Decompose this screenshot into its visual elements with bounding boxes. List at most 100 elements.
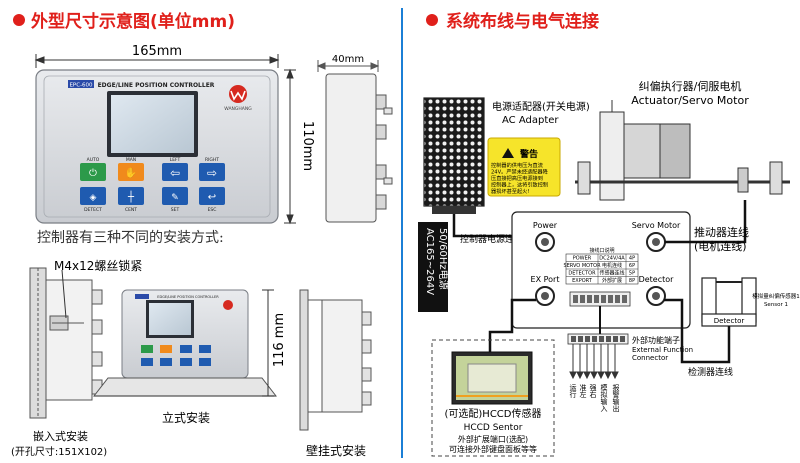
hccd-cn-label: (可选配)HCCD传感器 <box>445 407 542 420</box>
auto-button[interactable] <box>80 163 106 181</box>
pencil-icon: ✎ <box>171 193 179 203</box>
button-row-1: AUTO MAN LEFT RIGHT ⏻ ✋ ⇦ ⇨ <box>80 157 225 181</box>
man-label: MAN <box>126 157 136 163</box>
warning-line-4: 控制器上，这将引致控制 <box>491 181 548 189</box>
port-power <box>535 232 555 252</box>
model-badge <box>68 80 94 88</box>
port-row-2-name: SERVO MOTOR <box>563 263 601 269</box>
warning-line-1: 控制器的供电压为直流 <box>491 161 543 169</box>
embedded-label: 嵌入式安装 <box>33 429 88 443</box>
right-section-title: 系统布线与电气连接 <box>446 11 599 32</box>
embedded-hole-size: (开孔尺寸:151X102) <box>11 445 107 458</box>
set-button[interactable] <box>162 187 188 205</box>
detector-caption: Detector <box>714 317 745 325</box>
power-line-label: 控制器电源连线 <box>460 233 523 245</box>
hccd-cable <box>488 298 536 352</box>
detector-cable <box>664 298 731 364</box>
screw-label: M4x12螺丝锁紧 <box>54 258 142 273</box>
man-button[interactable] <box>118 163 144 181</box>
controller-name: EDGE/LINE POSITION CONTROLLER <box>98 82 215 89</box>
port-row-2-pin: 6P <box>629 263 635 269</box>
hccd-en-label: HCCD Sentor <box>464 423 523 433</box>
actuator-en-label: Actuator/Servo Motor <box>631 94 749 107</box>
port-ex <box>535 286 555 306</box>
width-dim-label: 165mm <box>132 44 182 59</box>
button-row-2: ◈ ┼ ✎ ↩ DETECT CENT SET ESC <box>80 187 225 213</box>
port-row-1-pin: 4P <box>629 256 635 262</box>
hccd-note-1: 外部扩展端口(选配) <box>458 434 528 444</box>
height-dimension <box>284 68 296 225</box>
detector-port-label: Detector <box>639 275 675 284</box>
detect-button[interactable] <box>80 187 106 205</box>
return-icon: ↩ <box>208 192 216 203</box>
servo-port-label: Servo Motor <box>632 221 681 230</box>
power-cable <box>452 214 520 238</box>
warning-triangle-icon <box>502 148 514 158</box>
standing-label: 立式安装 <box>162 410 210 425</box>
port-row-4-name: EXPORT <box>572 278 593 284</box>
actuator-line-cn: 推动器连线 <box>694 225 749 239</box>
ext-terminal-left: 准左 <box>579 383 587 398</box>
ac-power-label-box <box>418 222 448 312</box>
cent-button[interactable] <box>118 187 144 205</box>
adapter-en-label: AC Adapter <box>502 115 559 126</box>
ext-terminal-right: 强右 <box>589 384 597 399</box>
brand-logo <box>229 85 247 103</box>
actuator-drawing <box>575 100 790 201</box>
port-table: 接线口说明 POWER DC24V/4A 4P SERVO MOTOR 电机连线… <box>563 247 639 285</box>
power-port-label: Power <box>533 221 558 230</box>
left-label: LEFT <box>170 157 181 163</box>
ext-en-label-1: External Function <box>632 346 693 354</box>
center-icon: ┼ <box>127 190 135 203</box>
install-heading: 控制器有三种不同的安装方式: <box>37 230 224 246</box>
ext-terminal-alarm: 报警输出 <box>612 383 620 413</box>
bullet-dot-left <box>13 14 25 26</box>
ext-en-label-2: Connector <box>632 354 668 362</box>
ext-terminal-analog: 模拟输入 <box>600 383 608 412</box>
depth-dim-label: 40mm <box>332 54 364 65</box>
ext-terminal-run: 运行 <box>569 384 577 399</box>
left-button[interactable] <box>162 163 188 181</box>
model-label: EPC-600 <box>69 83 93 89</box>
right-button[interactable] <box>199 163 225 181</box>
ext-connector <box>567 333 629 345</box>
bullet-dot-right <box>426 14 438 26</box>
ext-terminal-labels: 运行 准左 强右 模拟输入 报警输出 <box>569 383 620 413</box>
port-servo <box>646 232 666 252</box>
ac-voltage-label: AC165~264V <box>424 228 435 295</box>
detect-icon: ◈ <box>90 193 97 203</box>
warning-box: 警告 控制器的供电压为直流 24V。严禁未经适配器降 压直接把高压电源接到 控制… <box>487 137 561 197</box>
wall-label: 壁挂式安装 <box>306 443 366 458</box>
auto-label: AUTO <box>87 157 100 163</box>
standing-controller-name: EDGE/LINE POSITION CONTROLLER <box>157 295 219 299</box>
controller-terminal-strip <box>569 291 631 307</box>
hand-icon: ✋ <box>125 166 137 179</box>
width-dimension <box>34 54 280 68</box>
esc-label: ESC <box>208 207 217 213</box>
arrow-right-icon: ⇨ <box>207 166 217 180</box>
actuator-cn-label: 纠偏执行器/伺服电机 <box>639 79 742 93</box>
warning-line-2: 24V。严禁未经适配器降 <box>491 168 548 176</box>
ex-port-label: EX Port <box>531 275 560 284</box>
port-row-3-pin: 5P <box>629 271 635 277</box>
set-label: SET <box>171 207 180 213</box>
standing-dim-label: 116 mm <box>272 313 287 367</box>
warning-line-5: 器损坏甚至起火! <box>491 187 529 195</box>
port-table-header: 接线口说明 <box>589 247 614 254</box>
power-icon: ⏻ <box>89 168 97 179</box>
port-row-1-cn: DC24V/4A <box>599 256 625 262</box>
actuator-line-en: (电机连线) <box>694 239 747 253</box>
warning-title: 警告 <box>520 148 538 160</box>
screw-label-leader <box>61 269 67 319</box>
sensor-en-label: Sensor 1 <box>764 302 788 308</box>
hccd-note-2: 可连接外部键盘面板等等 <box>449 444 537 454</box>
detect-label: DETECT <box>84 207 102 213</box>
port-row-2-cn: 电机连线 <box>602 262 622 269</box>
warning-line-3: 压直接把高压电源接到 <box>491 174 543 182</box>
standing-mount-drawing: EDGE/LINE POSITION CONTROLLER <box>92 289 278 397</box>
actuator-cable <box>665 200 747 244</box>
wall-mount-drawing <box>299 289 372 431</box>
height-dim-label: 110mm <box>300 121 315 171</box>
arrow-left-icon: ⇦ <box>170 166 180 180</box>
esc-button[interactable] <box>199 187 225 205</box>
